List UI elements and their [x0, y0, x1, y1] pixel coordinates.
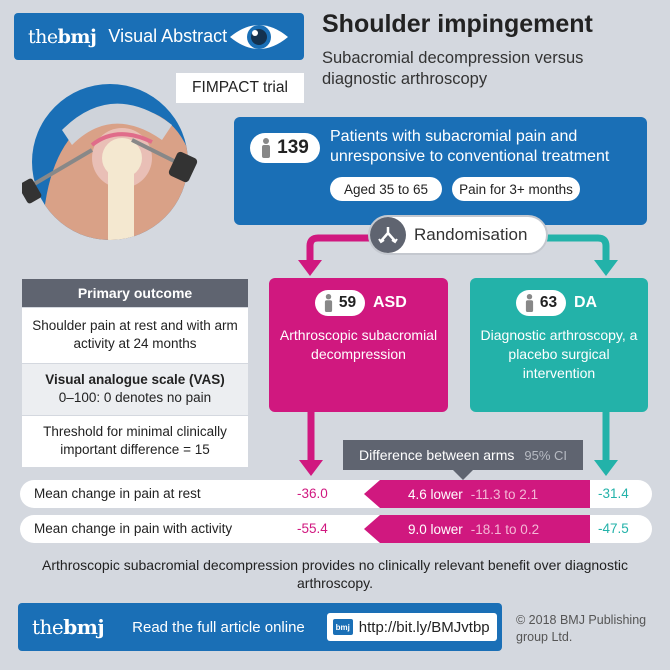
da-count: 63	[539, 294, 558, 311]
page-title: Shoulder impingement	[322, 10, 593, 38]
patient-description: Patients with subacromial pain and unres…	[330, 128, 610, 165]
read-online-text: Read the full article online	[132, 618, 305, 636]
eye-icon	[230, 25, 288, 49]
asd-down-arrowhead	[299, 460, 323, 476]
asd-description: Arthroscopic subacromial decompression	[279, 327, 438, 362]
asd-arm-box: 59 ASD Arthroscopic subacromial decompre…	[269, 278, 448, 412]
patient-count-pill: 139	[250, 133, 320, 163]
difference-value: 9.0 lower	[408, 521, 463, 537]
badge-label: Visual Abstract	[108, 26, 228, 46]
article-link[interactable]: bmj http://bit.ly/BMJvtbp	[326, 613, 497, 641]
randomise-icon	[370, 217, 406, 253]
copyright: © 2018 BMJ Publishing group Ltd.	[516, 613, 647, 644]
asd-label: ASD	[373, 294, 407, 311]
result-label: Mean change in pain at rest	[34, 486, 201, 501]
asd-branch-arrowhead	[298, 260, 322, 276]
da-value: -47.5	[598, 521, 629, 536]
da-description: Diagnostic arthroscopy, a placebo surgic…	[480, 327, 638, 381]
result-row-activity: Mean change in pain with activity -55.4 …	[20, 515, 652, 543]
difference-value: 4.6 lower	[408, 486, 463, 502]
trial-name: FIMPACT trial	[176, 73, 304, 103]
conclusion-text: Arthroscopic subacromial decompression p…	[42, 557, 628, 591]
person-icon	[324, 294, 332, 312]
difference-label: Difference between arms	[358, 447, 515, 463]
article-url[interactable]: http://bit.ly/BMJvtbp	[358, 618, 490, 636]
asd-value: -36.0	[297, 486, 328, 501]
da-down-arrowhead	[594, 460, 618, 476]
asd-count-pill: 59	[315, 290, 365, 316]
primary-outcome-threshold: Threshold for minimal clinically importa…	[22, 415, 248, 467]
ci-value: -18.1 to 0.2	[470, 521, 540, 537]
person-icon	[262, 138, 271, 158]
asd-count: 59	[338, 294, 357, 311]
age-pill: Aged 35 to 65	[330, 177, 442, 201]
difference-cell: 4.6 lower -11.3 to 2.1	[364, 480, 590, 508]
scale-range: 0–100: 0 denotes no pain	[58, 390, 212, 405]
footer-bar: thebmj Read the full article online bmj …	[18, 603, 502, 651]
patient-count: 139	[277, 137, 309, 158]
shoulder-illustration	[22, 84, 198, 240]
asd-branch-arrow	[306, 234, 370, 262]
result-label: Mean change in pain with activity	[34, 521, 233, 536]
da-count-pill: 63	[516, 290, 566, 316]
page-subtitle: Subacromial decompression versus diagnos…	[322, 49, 584, 88]
bmj-mini-logo: bmj	[332, 619, 353, 635]
person-icon	[525, 294, 533, 312]
da-label: DA	[574, 294, 598, 311]
difference-pointer	[451, 468, 475, 480]
bmj-logo: thebmj	[28, 25, 97, 48]
primary-outcome-measure: Shoulder pain at rest and with arm activ…	[22, 307, 248, 363]
scale-name: Visual analogue scale (VAS)	[45, 372, 225, 387]
da-branch-arrowhead	[594, 260, 618, 276]
footer-bmj-logo: thebmj	[32, 615, 105, 639]
da-branch-arrow	[546, 234, 610, 262]
primary-outcome-heading: Primary outcome	[22, 279, 248, 307]
result-row-rest: Mean change in pain at rest -36.0 4.6 lo…	[20, 480, 652, 508]
asd-value: -55.4	[297, 521, 328, 536]
randomisation-label: Randomisation	[414, 225, 528, 244]
difference-cell: 9.0 lower -18.1 to 0.2	[364, 515, 590, 543]
randomisation-pill: Randomisation	[368, 215, 548, 255]
pain-duration-pill: Pain for 3+ months	[452, 177, 580, 201]
patients-box: 139 Patients with subacromial pain and u…	[234, 117, 647, 225]
ci-value: -11.3 to 2.1	[470, 486, 539, 502]
da-value: -31.4	[598, 486, 629, 501]
primary-outcome-panel: Primary outcome Shoulder pain at rest an…	[22, 279, 248, 467]
da-arm-box: 63 DA Diagnostic arthroscopy, a placebo …	[470, 278, 648, 412]
primary-outcome-scale: Visual analogue scale (VAS) 0–100: 0 den…	[22, 363, 248, 415]
difference-heading: Difference between arms 95% CI	[343, 440, 583, 480]
visual-abstract-badge: thebmj Visual Abstract	[14, 13, 304, 60]
ci-label: 95% CI	[524, 447, 567, 463]
